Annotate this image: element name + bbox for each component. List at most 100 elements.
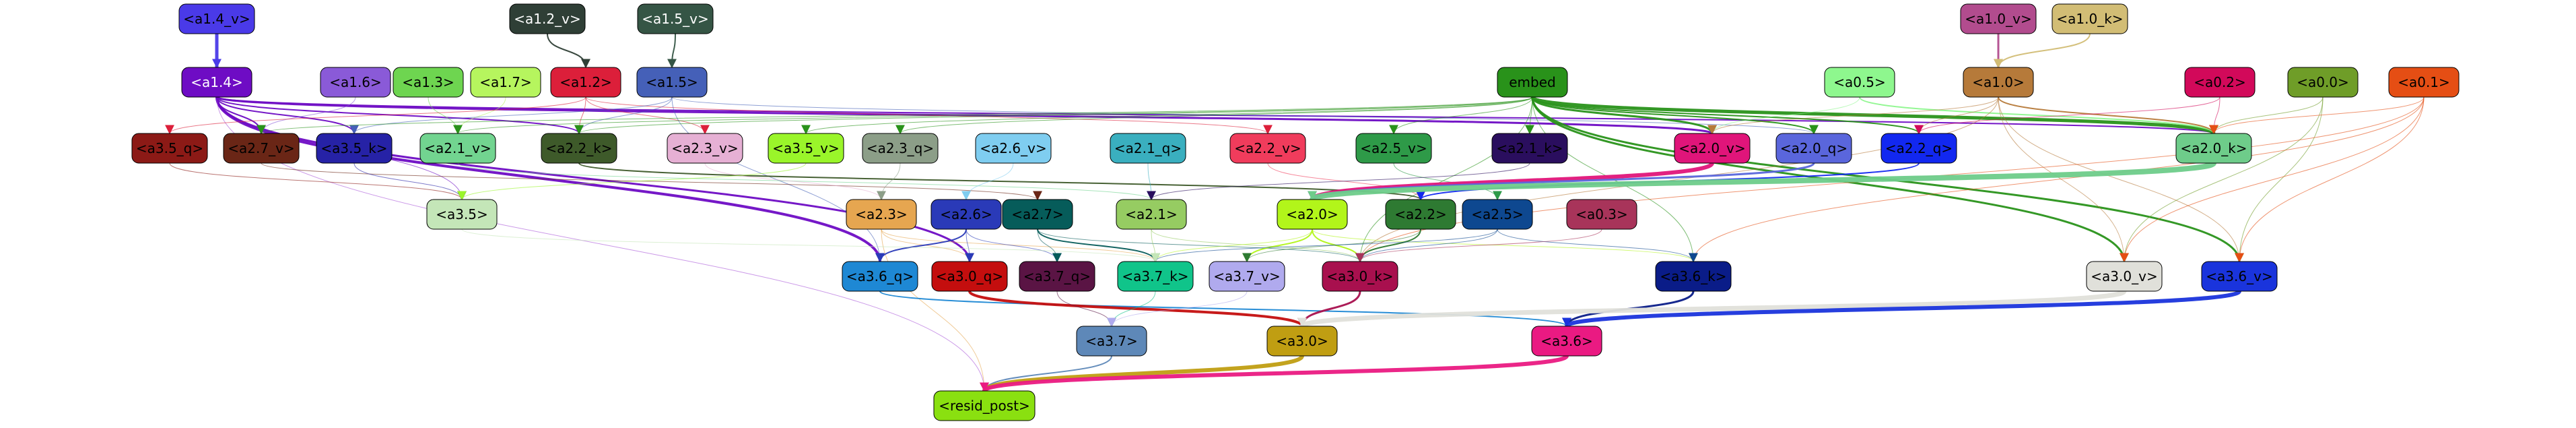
node-label: <a3.6>: [1540, 333, 1593, 349]
node-a2-5-v[interactable]: <a2.5_v>: [1355, 133, 1432, 164]
node-a2-2-k[interactable]: <a2.2_k>: [541, 133, 617, 164]
node-label: <a2.1_k>: [1496, 140, 1563, 156]
edge-a1-2-to-a2-2-v: [585, 96, 1273, 135]
node-a3-7-v[interactable]: <a3.7_v>: [1209, 261, 1285, 292]
node-a2-3-q[interactable]: <a2.3_q>: [862, 133, 939, 164]
node-a0-2[interactable]: <a0.2>: [2184, 67, 2256, 98]
edge-a3-5-k-to-a3-5: [353, 162, 467, 201]
node-a2-5[interactable]: <a2.5>: [1462, 199, 1533, 230]
edge-a0-5-to-a2-0-k: [1859, 96, 2218, 135]
node-resid-post[interactable]: <resid_post>: [933, 390, 1036, 421]
node-a2-1-v[interactable]: <a2.1_v>: [419, 133, 496, 164]
node-a2-2-v[interactable]: <a2.2_v>: [1229, 133, 1306, 164]
node-a3-5-q[interactable]: <a3.5_q>: [131, 133, 208, 164]
node-a1-4-v[interactable]: <a1.4_v>: [178, 3, 255, 34]
node-a2-6[interactable]: <a2.6>: [930, 199, 1002, 230]
node-label: <a2.7>: [1011, 206, 1064, 222]
node-a2-1-q[interactable]: <a2.1_q>: [1110, 133, 1186, 164]
node-label: <a1.5>: [646, 74, 698, 90]
node-a1-5-v[interactable]: <a1.5_v>: [637, 3, 714, 34]
node-a3-0-k[interactable]: <a3.0_k>: [1322, 261, 1398, 292]
node-box: [636, 67, 708, 98]
node-layer: <a1.4_v> <a1.2_v> <a1.5_v> <a1.0_v> <a1.0_k>…: [131, 3, 2460, 421]
node-a2-6-v[interactable]: <a2.6_v>: [975, 133, 1052, 164]
edge-a3-7-v-to-a3-7: [1107, 291, 1248, 328]
edge-embed-to-a2-2-k: [574, 96, 1533, 135]
node-a1-0[interactable]: <a1.0>: [1963, 67, 2034, 98]
node-a3-5[interactable]: <a3.5>: [426, 199, 498, 230]
node-a2-2-q[interactable]: <a2.2_q>: [1880, 133, 1957, 164]
node-box: [419, 133, 496, 164]
node-a1-2-v[interactable]: <a1.2_v>: [509, 3, 586, 34]
edge-a1-5-v-to-a1-5: [667, 33, 677, 69]
node-a2-7[interactable]: <a2.7>: [1002, 199, 1073, 230]
node-a1-3[interactable]: <a1.3>: [393, 67, 464, 98]
node-a2-2[interactable]: <a2.2>: [1385, 199, 1456, 230]
node-a1-6[interactable]: <a1.6>: [320, 67, 391, 98]
node-box: [1497, 67, 1568, 98]
node-label: <a1.4_v>: [183, 11, 250, 27]
node-a3-6-v[interactable]: <a3.6_v>: [2201, 261, 2278, 292]
node-a2-1-k[interactable]: <a2.1_k>: [1491, 133, 1568, 164]
edge-a2-3-to-resid-post: [881, 228, 989, 392]
node-a3-5-k[interactable]: <a3.5_k>: [316, 133, 393, 164]
edge-a2-7-to-a3-7-q: [1037, 228, 1062, 263]
node-a2-1[interactable]: <a2.1>: [1116, 199, 1187, 230]
node-a1-5[interactable]: <a1.5>: [636, 67, 708, 98]
node-a3-6-k[interactable]: <a3.6_k>: [1655, 261, 1732, 292]
node-a2-7-v[interactable]: <a2.7_v>: [223, 133, 300, 164]
node-box: [509, 3, 586, 34]
node-box: [2388, 67, 2460, 98]
node-box: [1266, 326, 1338, 357]
node-a1-0-k[interactable]: <a1.0_k>: [2052, 3, 2128, 34]
node-a3-0-q[interactable]: <a3.0_q>: [931, 261, 1008, 292]
node-a3-7[interactable]: <a3.7>: [1076, 326, 1147, 357]
node-a3-7-k[interactable]: <a3.7_k>: [1117, 261, 1194, 292]
edge-a0-0-to-a3-0-v: [2120, 96, 2324, 263]
node-a3-7-q[interactable]: <a3.7_q>: [1019, 261, 1095, 292]
node-a3-5-v[interactable]: <a3.5_v>: [768, 133, 844, 164]
node-label: <a3.7>: [1085, 333, 1138, 349]
node-a0-1[interactable]: <a0.1>: [2388, 67, 2460, 98]
node-label: <a2.5>: [1471, 206, 1524, 222]
node-box: [1775, 133, 1852, 164]
node-a2-0-k[interactable]: <a2.0_k>: [2175, 133, 2252, 164]
node-label: <a1.3>: [402, 74, 454, 90]
node-label: <a2.7_v>: [228, 140, 294, 156]
node-box: [1655, 261, 1732, 292]
node-a3-6-q[interactable]: <a3.6_q>: [842, 261, 918, 292]
node-label: <a3.0>: [1276, 333, 1328, 349]
node-a1-7[interactable]: <a1.7>: [470, 67, 541, 98]
node-a1-4[interactable]: <a1.4>: [181, 67, 252, 98]
node-box: [1880, 133, 1957, 164]
node-a2-3[interactable]: <a2.3>: [846, 199, 917, 230]
node-a2-0-q[interactable]: <a2.0_q>: [1775, 133, 1852, 164]
node-label: <a3.5_v>: [772, 140, 839, 156]
node-a2-0-v[interactable]: <a2.0_v>: [1674, 133, 1751, 164]
node-label: <a2.2_k>: [545, 140, 612, 156]
node-a0-0[interactable]: <a0.0>: [2287, 67, 2359, 98]
node-a1-2[interactable]: <a1.2>: [550, 67, 621, 98]
node-a0-3[interactable]: <a0.3>: [1566, 199, 1637, 230]
node-a3-0[interactable]: <a3.0>: [1266, 326, 1338, 357]
node-label: <a2.1_q>: [1114, 140, 1182, 156]
node-box: [1491, 133, 1568, 164]
node-label: <a3.7_k>: [1122, 268, 1188, 284]
edge-a0-2-to-a2-2-q: [1914, 96, 2221, 135]
edge-a2-2-k-to-a2-2: [578, 162, 1425, 201]
node-embed[interactable]: embed: [1497, 67, 1568, 98]
edge-a1-0-to-a2-0-k: [1998, 96, 2218, 135]
edge-a2-6-to-a3-0-q: [964, 228, 974, 263]
node-a2-3-v[interactable]: <a2.3_v>: [667, 133, 743, 164]
node-box: [846, 199, 917, 230]
node-a3-6[interactable]: <a3.6>: [1531, 326, 1602, 357]
node-a0-5[interactable]: <a0.5>: [1824, 67, 1895, 98]
node-a1-0-v[interactable]: <a1.0_v>: [1960, 3, 2037, 34]
node-a3-0-v[interactable]: <a3.0_v>: [2086, 261, 2163, 292]
edge-a1-7-to-a2-1-v: [453, 96, 506, 135]
edge-a3-6-to-resid-post: [980, 354, 1569, 393]
node-a2-0[interactable]: <a2.0>: [1277, 199, 1348, 230]
node-box: [550, 67, 621, 98]
edge-a2-5-to-a3-0-k: [1355, 228, 1498, 263]
